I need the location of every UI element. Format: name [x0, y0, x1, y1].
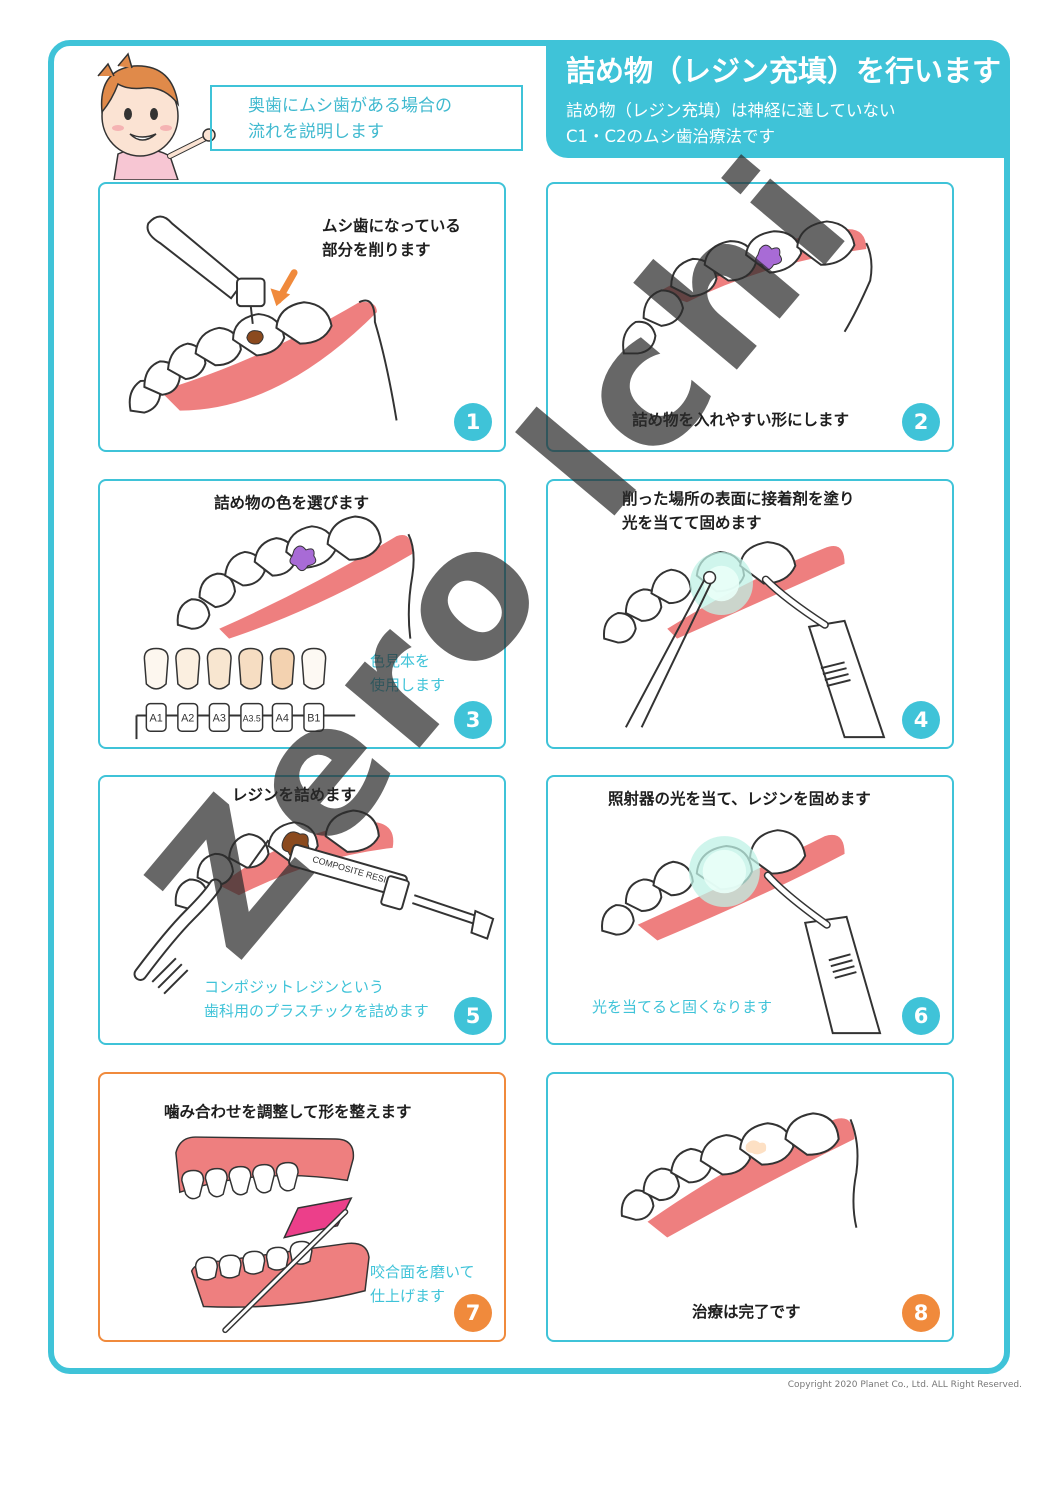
presenter-avatar-illustration [97, 52, 216, 180]
shade-label-a2: A2 [181, 712, 194, 724]
step-5-caption: レジンを詰めます [232, 786, 357, 804]
step-3-caption: 詰め物の色を選びます [214, 494, 370, 512]
step-5-note-line-1: コンポジットレジンという [204, 978, 385, 996]
shade-selection-illustration: A1 A2 A3 A3.5 A4 B1 [135, 515, 415, 740]
step-panel-3: A1 A2 A3 A3.5 A4 B1 詰め物の色を選びます 色見本を 使用しま… [98, 479, 506, 749]
step-7-caption: 噛み合わせを調整して形を整えます [164, 1103, 412, 1121]
copyright-notice: Copyright 2020 Planet Co., Ltd. ALL Righ… [787, 1380, 1022, 1390]
step-4-caption-line-2: 光を当てて固めます [622, 514, 762, 532]
page-frame [48, 40, 1010, 1374]
step-6-number-badge: 6 [902, 997, 940, 1035]
step-panel-4: 削った場所の表面に接着剤を塗り 光を当てて固めます 4 [546, 479, 954, 749]
intro-box: 奥歯にムシ歯がある場合の 流れを説明します [210, 85, 523, 151]
step-8-caption: 治療は完了です [692, 1303, 801, 1321]
step-4-number-badge: 4 [902, 701, 940, 739]
subtitle-line-1: 詰め物（レジン充填）は神経に達していない [566, 101, 896, 120]
step-7-note-line-2: 仕上げます [370, 1287, 446, 1305]
step-4-caption-line-1: 削った場所の表面に接着剤を塗り [622, 490, 855, 508]
step-panel-6: 照射器の光を当て、レジンを固めます 光を当てると固くなります 6 [546, 775, 954, 1045]
step-6-caption: 照射器の光を当て、レジンを固めます [608, 790, 871, 808]
step-2-number-badge: 2 [902, 403, 940, 441]
step-panel-5: COMPOSITE RESIN レジンを詰めます コンポジットレジンという 歯科… [98, 775, 506, 1045]
intro-line-2: 流れを説明します [248, 122, 384, 142]
shade-label-a3: A3 [213, 712, 226, 724]
step-panel-2: 詰め物を入れやすい形にします 2 [546, 182, 954, 452]
step-5-number-badge: 5 [454, 997, 492, 1035]
step-1-caption-line-1: ムシ歯になっている [322, 217, 461, 235]
step-panel-1: ムシ歯になっている 部分を削ります 1 [98, 182, 506, 452]
resin-filling-illustration: COMPOSITE RESIN [133, 809, 495, 995]
step-7-note: 咬合面を磨いて 仕上げます [370, 1260, 475, 1308]
step-7-note-line-1: 咬合面を磨いて [370, 1263, 475, 1281]
intro-line-1: 奥歯にムシ歯がある場合の [248, 96, 452, 116]
step-8-number-badge: 8 [902, 1294, 940, 1332]
step-panel-7: 噛み合わせを調整して形を整えます 咬合面を磨いて 仕上げます 7 [98, 1072, 506, 1342]
step-5-note: コンポジットレジンという 歯科用のプラスチックを詰めます [204, 975, 429, 1023]
step-3-note-line-2: 使用します [370, 676, 446, 694]
step-7-number-badge: 7 [454, 1294, 492, 1332]
bite-adjustment-illustration [175, 1136, 370, 1334]
step-panel-8: 治療は完了です 8 [546, 1072, 954, 1342]
step-1-number-badge: 1 [454, 403, 492, 441]
step-1-caption-line-2: 部分を削ります [322, 241, 431, 259]
shade-label-a1: A1 [150, 712, 163, 724]
header-banner: 詰め物（レジン充填）を行います 詰め物（レジン充填）は神経に達していない C1・… [546, 40, 1010, 158]
page-title: 詰め物（レジン充填）を行います [566, 54, 1002, 88]
prepared-tooth-illustration [622, 220, 873, 355]
drilling-tooth-illustration [128, 215, 398, 421]
shade-label-b1: B1 [307, 712, 320, 724]
step-3-number-badge: 3 [454, 701, 492, 739]
step-3-note-line-1: 色見本を [370, 652, 431, 670]
shade-label-a35: A3.5 [243, 713, 261, 723]
step-6-note: 光を当てると固くなります [592, 998, 773, 1016]
step-5-note-line-2: 歯科用のプラスチックを詰めます [204, 1002, 429, 1020]
shade-label-a4: A4 [276, 712, 289, 724]
subtitle-line-2: C1・C2のムシ歯治療法です [566, 127, 776, 146]
bonding-light-illustration [602, 541, 886, 739]
step-4-caption: 削った場所の表面に接着剤を塗り 光を当てて固めます [622, 487, 855, 535]
step-2-caption: 詰め物を入れやすい形にします [632, 411, 850, 429]
step-3-note: 色見本を 使用します [370, 649, 445, 697]
treatment-complete-illustration [620, 1112, 859, 1238]
curing-light-illustration [601, 829, 882, 1035]
step-1-caption: ムシ歯になっている 部分を削ります [322, 214, 461, 262]
page-subtitle: 詰め物（レジン充填）は神経に達していない C1・C2のムシ歯治療法です [566, 98, 896, 150]
